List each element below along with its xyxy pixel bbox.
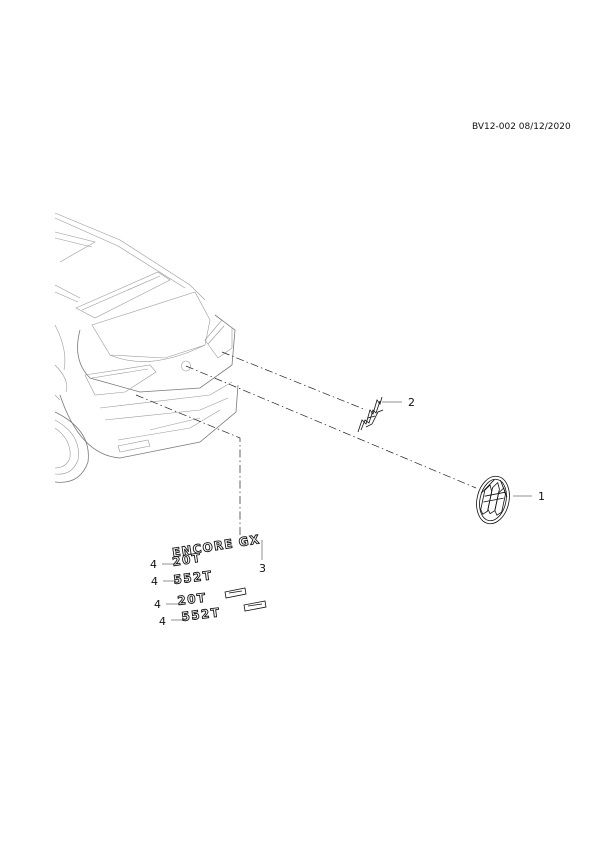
- callout-2: 2: [408, 396, 415, 409]
- engine-badge-20t-text: 20T: [171, 551, 202, 569]
- callout-4-b: 4: [151, 575, 158, 588]
- engine-badge-20t-plus: 20T: [176, 587, 247, 608]
- callout-3: 3: [259, 562, 266, 575]
- document-code: BV12-002 08/12/2020: [472, 122, 571, 132]
- installation-guide-lines: [135, 351, 477, 540]
- callout-1: 1: [538, 490, 545, 503]
- callouts: 1 2 3 4 4 4 4: [150, 396, 545, 628]
- engine-badge-552t: 552T: [172, 568, 214, 588]
- vehicle-rear-illustration: [54, 212, 239, 483]
- engine-badge-552t-plus-text: 552T: [181, 605, 222, 624]
- script-badge-part-2: [357, 396, 384, 433]
- engine-badge-20t-plus-text: 20T: [177, 591, 208, 608]
- callout-4-c: 4: [154, 598, 161, 611]
- callout-4-d: 4: [159, 615, 166, 628]
- callout-4-a: 4: [150, 558, 157, 571]
- brand-emblem-part-1: [476, 475, 510, 525]
- engine-badge-20t: 20T: [171, 550, 203, 569]
- engine-badge-552t-plus: 552T: [180, 600, 267, 624]
- plus-tag-20t: [224, 587, 247, 599]
- engine-badge-552t-text: 552T: [173, 568, 214, 587]
- guide-line-model-badge: [135, 394, 241, 540]
- plus-tag-552t: [243, 600, 267, 612]
- guide-line-brand-emblem: [185, 365, 477, 489]
- guide-line-script-badge: [221, 351, 367, 411]
